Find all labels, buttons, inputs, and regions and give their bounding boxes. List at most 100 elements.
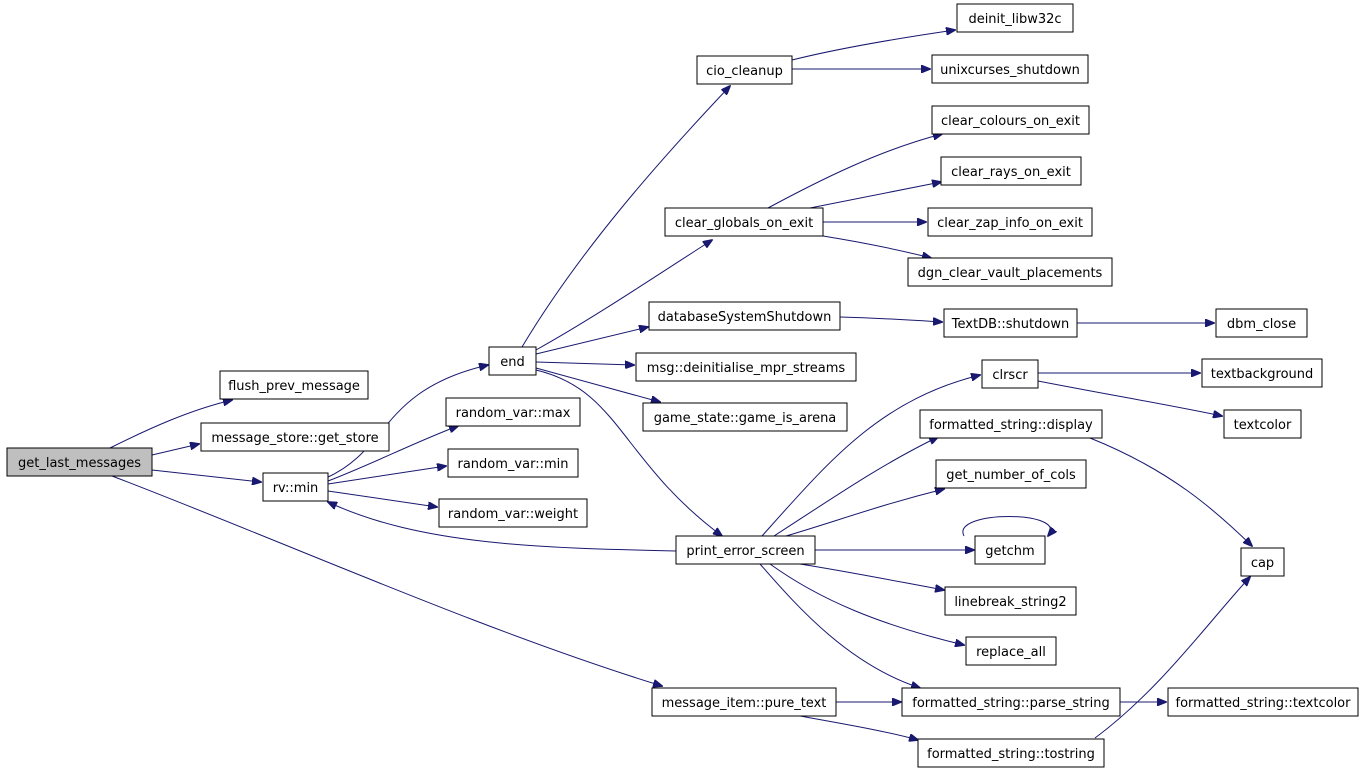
edge-clear_globals_on_exit-clear_rays_on_exit <box>809 182 941 209</box>
node-label: random_var::min <box>458 457 569 472</box>
node-label: dgn_clear_vault_placements <box>918 266 1103 281</box>
edge-databaseSystemShutdown-textdb_shutdown <box>839 316 942 322</box>
edge-end-game_is_arena <box>535 367 660 402</box>
edge-clear_globals_on_exit-clear_colours_on_exit <box>767 134 942 209</box>
node-fs_textcolor[interactable]: formatted_string::textcolor <box>1167 687 1359 717</box>
node-dbm_close[interactable]: dbm_close <box>1215 308 1308 338</box>
node-label: TextDB::shutdown <box>951 317 1069 332</box>
node-clear_globals_on_exit[interactable]: clear_globals_on_exit <box>664 207 824 237</box>
node-rv_min[interactable]: rv::min <box>262 472 329 502</box>
node-label: getchm <box>985 544 1034 559</box>
edge-fs_display-cap <box>1089 437 1252 546</box>
node-clear_colours_on_exit[interactable]: clear_colours_on_exit <box>931 105 1090 135</box>
edge-print_error_screen-replace_all <box>769 563 964 645</box>
node-label: formatted_string::textcolor <box>1176 696 1352 711</box>
edge-get_last_messages-rv_min <box>151 469 261 482</box>
edge-print_error_screen-clrscr <box>761 375 980 537</box>
node-label: clear_colours_on_exit <box>941 114 1080 129</box>
node-label: game_state::game_is_arena <box>654 411 837 426</box>
node-label: textcolor <box>1234 418 1292 433</box>
node-end[interactable]: end <box>488 346 537 376</box>
node-clear_zap_info_on_exit[interactable]: clear_zap_info_on_exit <box>927 207 1093 237</box>
node-unixcurses_shutdown[interactable]: unixcurses_shutdown <box>931 54 1089 84</box>
node-label: clear_globals_on_exit <box>675 216 813 231</box>
nodes: get_last_messages flush_prev_message mes… <box>6 3 1359 768</box>
node-label: replace_all <box>976 645 1046 660</box>
node-flush_prev_message[interactable]: flush_prev_message <box>219 370 369 400</box>
edge-end-print_error_screen <box>535 369 722 536</box>
node-fs_parse_string[interactable]: formatted_string::parse_string <box>901 687 1121 717</box>
node-label: random_var::max <box>456 406 571 421</box>
node-label: message_item::pure_text <box>662 696 827 711</box>
node-cap[interactable]: cap <box>1240 547 1285 577</box>
node-label: formatted_string::tostring <box>927 747 1095 762</box>
edge-get_last_messages-pure_text <box>111 475 662 686</box>
edge-clear_globals_on_exit-dgn_clear_vault_placements <box>822 235 931 258</box>
edge-print_error_screen-get_number_of_cols <box>785 489 944 537</box>
node-label: rv::min <box>273 481 319 496</box>
node-label: databaseSystemShutdown <box>658 310 832 325</box>
node-label: clrscr <box>992 368 1028 383</box>
node-clrscr[interactable]: clrscr <box>981 359 1039 389</box>
node-label: message_store::get_store <box>211 431 378 446</box>
edge-end-cio_cleanup <box>521 86 730 348</box>
node-label: formatted_string::parse_string <box>912 696 1109 711</box>
edge-fs_tostring-cap <box>1094 577 1250 739</box>
node-label: dbm_close <box>1227 317 1296 332</box>
node-clear_rays_on_exit[interactable]: clear_rays_on_exit <box>940 156 1082 186</box>
edge-getchm-getchm <box>962 516 1051 537</box>
edge-end-databaseSystemShutdown <box>535 327 648 355</box>
node-label: end <box>500 355 525 370</box>
node-get_store[interactable]: message_store::get_store <box>200 422 390 452</box>
node-label: unixcurses_shutdown <box>940 63 1080 78</box>
node-replace_all[interactable]: replace_all <box>965 636 1057 666</box>
edge-end-deinitialise_mpr_streams <box>535 362 634 365</box>
node-game_is_arena[interactable]: game_state::game_is_arena <box>642 402 848 432</box>
node-random_var_weight[interactable]: random_var::weight <box>438 498 588 528</box>
edge-pure_text-fs_tostring <box>799 715 918 740</box>
node-databaseSystemShutdown[interactable]: databaseSystemShutdown <box>648 301 841 331</box>
edge-rv_min-random_var_min <box>327 466 446 485</box>
node-label: deinit_libw32c <box>968 12 1061 27</box>
node-fs_display[interactable]: formatted_string::display <box>919 409 1103 439</box>
node-label: flush_prev_message <box>228 379 360 394</box>
node-label: msg::deinitialise_mpr_streams <box>647 361 846 376</box>
node-label: clear_rays_on_exit <box>951 165 1071 180</box>
node-textcolor[interactable]: textcolor <box>1223 409 1302 439</box>
node-label: get_last_messages <box>18 456 141 471</box>
edge-print_error_screen-fs_parse_string <box>759 563 920 688</box>
node-print_error_screen[interactable]: print_error_screen <box>675 535 816 565</box>
node-fs_tostring[interactable]: formatted_string::tostring <box>917 738 1105 768</box>
node-label: linebreak_string2 <box>954 595 1066 610</box>
node-get_last_messages[interactable]: get_last_messages <box>6 447 153 477</box>
node-label: cio_cleanup <box>706 64 783 79</box>
node-dgn_clear_vault_placements[interactable]: dgn_clear_vault_placements <box>907 257 1113 287</box>
node-label: print_error_screen <box>686 544 804 559</box>
node-linebreak_string2[interactable]: linebreak_string2 <box>944 586 1077 616</box>
node-label: clear_zap_info_on_exit <box>937 216 1083 231</box>
edge-rv_min-random_var_weight <box>327 490 437 507</box>
edge-get_last_messages-flush_prev_message <box>109 400 232 449</box>
edge-rv_min-random_var_max <box>327 426 458 482</box>
node-label: get_number_of_cols <box>946 468 1076 483</box>
node-label: textbackground <box>1211 367 1314 382</box>
node-random_var_max[interactable]: random_var::max <box>445 397 581 427</box>
node-pure_text[interactable]: message_item::pure_text <box>651 687 837 717</box>
node-label: random_var::weight <box>448 507 578 522</box>
node-deinit_libw32c[interactable]: deinit_libw32c <box>956 3 1074 33</box>
edge-cio_cleanup-deinit_libw32c <box>791 30 955 61</box>
edge-print_error_screen-rv_min <box>328 502 677 552</box>
node-getchm[interactable]: getchm <box>974 535 1046 565</box>
node-textdb_shutdown[interactable]: TextDB::shutdown <box>943 308 1078 338</box>
node-textbackground[interactable]: textbackground <box>1201 358 1323 388</box>
edge-rv_min-end <box>325 365 488 479</box>
edge-clrscr-textcolor <box>1037 380 1222 416</box>
node-deinitialise_mpr_streams[interactable]: msg::deinitialise_mpr_streams <box>635 352 857 382</box>
node-random_var_min[interactable]: random_var::min <box>447 448 579 478</box>
node-get_number_of_cols[interactable]: get_number_of_cols <box>935 459 1087 489</box>
edges <box>109 30 1252 740</box>
node-cio_cleanup[interactable]: cio_cleanup <box>696 55 793 85</box>
node-label: cap <box>1251 556 1274 571</box>
edge-print_error_screen-linebreak_string2 <box>799 563 944 590</box>
